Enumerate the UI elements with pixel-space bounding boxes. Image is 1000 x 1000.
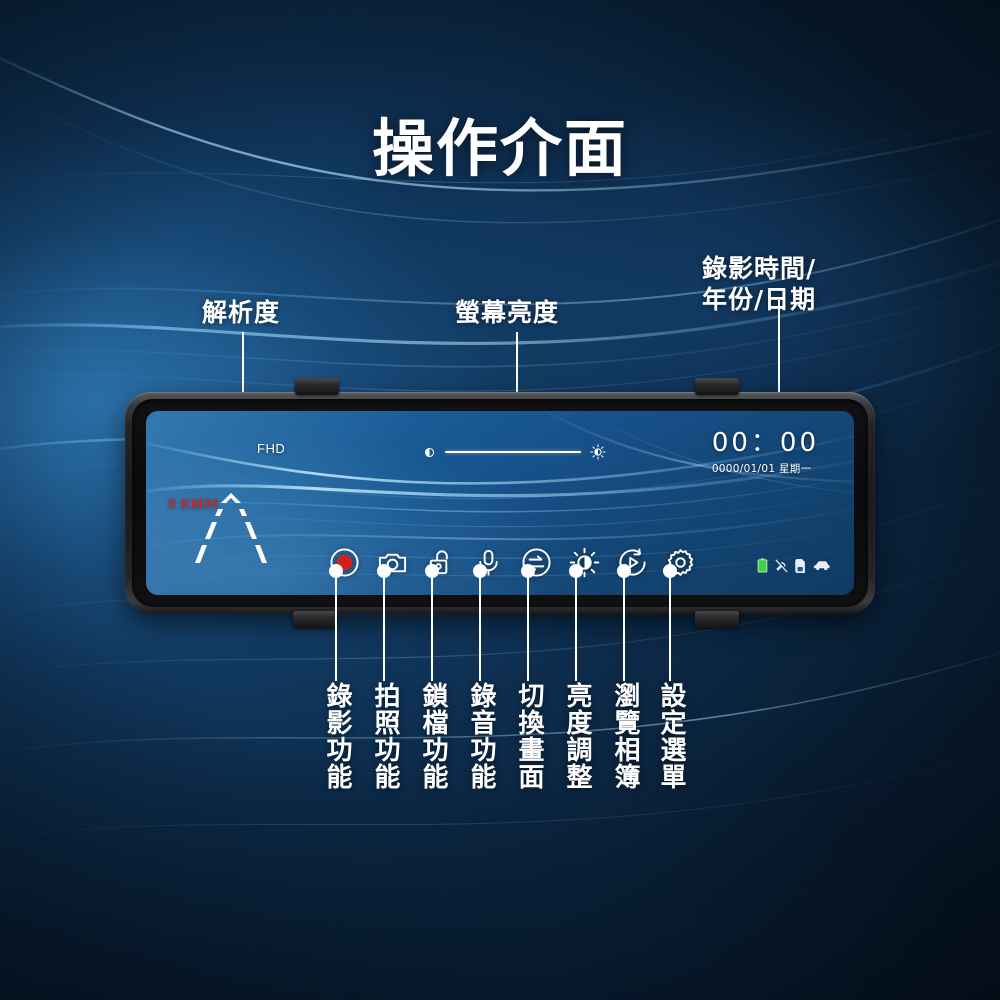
brightness-high-icon (590, 444, 606, 460)
mount-tab-bottom-left (293, 611, 337, 628)
clock-time: 00：00 (711, 428, 819, 458)
leader-line-datetime (778, 300, 780, 422)
toolbar-label-audio: 錄音功能 (466, 682, 496, 790)
toolbar-label-switch: 切換畫面 (514, 682, 544, 790)
callout-datetime-label: 錄影時間/ 年份/日期 (702, 254, 817, 315)
page-title: 操作介面 (371, 112, 628, 185)
dashcam-screen: FHD (146, 411, 854, 595)
lane-departure-icon (195, 493, 267, 563)
brightness-slider[interactable] (423, 444, 606, 460)
leader-line-resolution (242, 332, 244, 436)
toolbar-label-photo: 拍照功能 (370, 682, 400, 790)
brightness-low-icon (423, 446, 436, 459)
leader-line-brightness2 (575, 571, 577, 681)
toolbar-label-brightness: 亮度調整 (562, 682, 592, 790)
mount-tab-top-left (295, 378, 339, 395)
speed-readout: 0 KM/H (168, 495, 219, 511)
leader-line-record (335, 571, 337, 681)
car-icon (813, 560, 830, 571)
clock-date: 0000/01/01 星期一 (711, 463, 812, 475)
toolbar-label-lock: 鎖檔功能 (418, 682, 448, 790)
toolbar-label-record: 錄影功能 (322, 682, 352, 790)
leader-line-album (623, 571, 625, 681)
leader-line-photo (383, 571, 385, 681)
mount-tab-bottom-right (695, 611, 739, 628)
callout-brightness-label: 螢幕亮度 (455, 298, 560, 327)
resolution-badge: FHD (257, 441, 286, 456)
dashcam-mirror-device: FHD (125, 378, 875, 628)
toolbar-label-settings: 設定選單 (656, 682, 686, 790)
leader-line-audio (479, 571, 481, 681)
leader-line-settings (669, 571, 671, 681)
battery-icon (757, 558, 768, 573)
screen-glare (146, 411, 854, 595)
screen-status-bar (757, 558, 830, 573)
mount-tab-top-right (695, 378, 739, 395)
callout-resolution-label: 解析度 (202, 298, 281, 327)
clock-block: 00：00 0000/01/01 星期一 (712, 430, 819, 476)
leader-line-lock (431, 571, 433, 681)
gear-icon[interactable] (663, 545, 698, 580)
screen-wallpaper-waves (146, 411, 854, 585)
sd-card-icon (795, 558, 806, 573)
toolbar-label-album: 瀏覽相簿 (610, 682, 640, 790)
leader-line-brightness (516, 332, 518, 422)
leader-line-switch (527, 571, 529, 681)
brightness-slider-track[interactable] (445, 451, 581, 453)
gps-off-icon (775, 559, 788, 573)
